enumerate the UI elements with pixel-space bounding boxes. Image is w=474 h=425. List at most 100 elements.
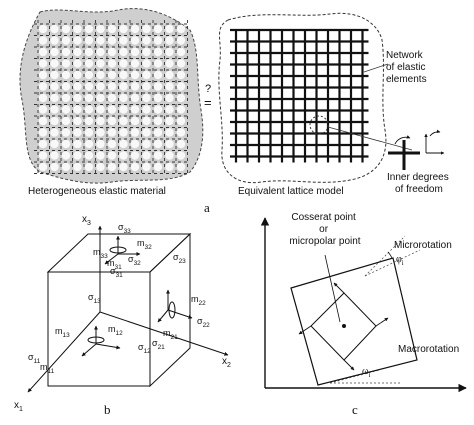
cube — [46, 232, 192, 388]
inclusion — [38, 24, 48, 34]
inclusion — [119, 70, 128, 80]
inclusion — [107, 162, 117, 172]
inclusion — [61, 162, 71, 172]
point-label: Cosserat point or micropolar point — [289, 212, 360, 247]
inclusion — [50, 93, 59, 103]
stress-label: σ13 — [88, 292, 101, 305]
inclusion — [73, 151, 82, 160]
inclusion — [119, 116, 128, 126]
inclusion — [176, 47, 186, 57]
inclusion — [50, 70, 59, 80]
inclusion — [96, 128, 105, 137]
node-leader-line — [327, 126, 413, 151]
stress-label: m32 — [137, 238, 152, 251]
inclusion — [38, 47, 48, 57]
inclusion — [61, 116, 71, 126]
inclusion — [73, 70, 82, 80]
inclusion — [130, 70, 140, 80]
inclusion — [119, 162, 128, 172]
x1-axis-label: x1 — [14, 400, 23, 413]
stress-label: m22 — [191, 294, 206, 307]
inclusion — [38, 70, 48, 80]
inclusion — [61, 70, 71, 80]
inclusion — [50, 128, 59, 137]
point-leader — [324, 254, 341, 323]
inclusion — [130, 116, 140, 126]
inclusion — [153, 24, 163, 34]
inclusion — [38, 36, 48, 45]
inclusion — [73, 93, 82, 103]
heterogeneous-grid — [34, 20, 188, 174]
macrorotation-label: Macrorotation — [398, 344, 459, 355]
inclusion — [165, 116, 174, 126]
inclusion — [50, 36, 59, 45]
left-caption: Heterogeneous elastic material — [28, 186, 166, 197]
inclusion — [107, 139, 117, 149]
inclusion — [130, 93, 140, 103]
inclusion — [142, 82, 151, 91]
inclusion — [61, 93, 71, 103]
network-label: Network of elastic elements — [386, 50, 428, 85]
inclusion — [165, 93, 174, 103]
inclusion — [165, 162, 174, 172]
inclusion — [119, 36, 128, 45]
inclusion — [84, 93, 94, 103]
inclusion — [38, 162, 48, 172]
inclusion — [176, 128, 186, 137]
inclusion — [153, 116, 163, 126]
inclusion — [38, 151, 48, 160]
inclusion — [107, 36, 117, 45]
inclusion — [142, 59, 151, 68]
inclusion — [142, 70, 151, 80]
inclusion — [96, 139, 105, 149]
inclusion — [50, 162, 59, 172]
micro-rot-line — [364, 235, 406, 277]
inclusion — [73, 128, 82, 137]
inclusion — [61, 47, 71, 57]
inclusion — [142, 116, 151, 126]
inclusion — [84, 36, 94, 45]
inclusion — [130, 105, 140, 114]
inclusion — [73, 82, 82, 91]
inclusion — [176, 116, 186, 126]
macro-rot-line — [329, 369, 381, 384]
inclusion — [50, 82, 59, 91]
stress-label: σ11 — [28, 352, 41, 365]
top-face-vectors — [104, 235, 141, 265]
inclusion — [142, 24, 151, 34]
inclusion — [73, 59, 82, 68]
dof-label: Inner degrees of freedom — [387, 172, 452, 195]
inclusion — [153, 47, 163, 57]
stress-label: σ23 — [173, 252, 186, 265]
inclusion — [165, 139, 174, 149]
right-face-vectors — [157, 289, 193, 323]
front-face-vectors — [81, 325, 121, 357]
inclusion — [107, 59, 117, 68]
inclusion — [61, 139, 71, 149]
stress-label: σ21 — [152, 338, 165, 351]
inclusion — [84, 70, 94, 80]
inclusion — [50, 47, 59, 57]
inclusion — [61, 151, 71, 160]
stress-label: m13 — [55, 326, 70, 339]
inclusion — [153, 128, 163, 137]
inclusion — [130, 139, 140, 149]
inclusion — [119, 128, 128, 137]
right-caption: Equivalent lattice model — [238, 186, 344, 197]
inclusion — [38, 82, 48, 91]
stress-label: m33 — [93, 247, 108, 260]
inclusion — [96, 47, 105, 57]
phi-label: φi — [396, 254, 404, 267]
inclusion — [61, 59, 71, 68]
inclusion — [38, 116, 48, 126]
inclusion — [142, 93, 151, 103]
inclusion — [176, 24, 186, 34]
inclusion — [119, 105, 128, 114]
phi-arc — [387, 251, 393, 259]
inclusion — [119, 24, 128, 34]
inclusion — [119, 82, 128, 91]
panel-letter-b: b — [104, 402, 111, 417]
inclusion — [119, 151, 128, 160]
